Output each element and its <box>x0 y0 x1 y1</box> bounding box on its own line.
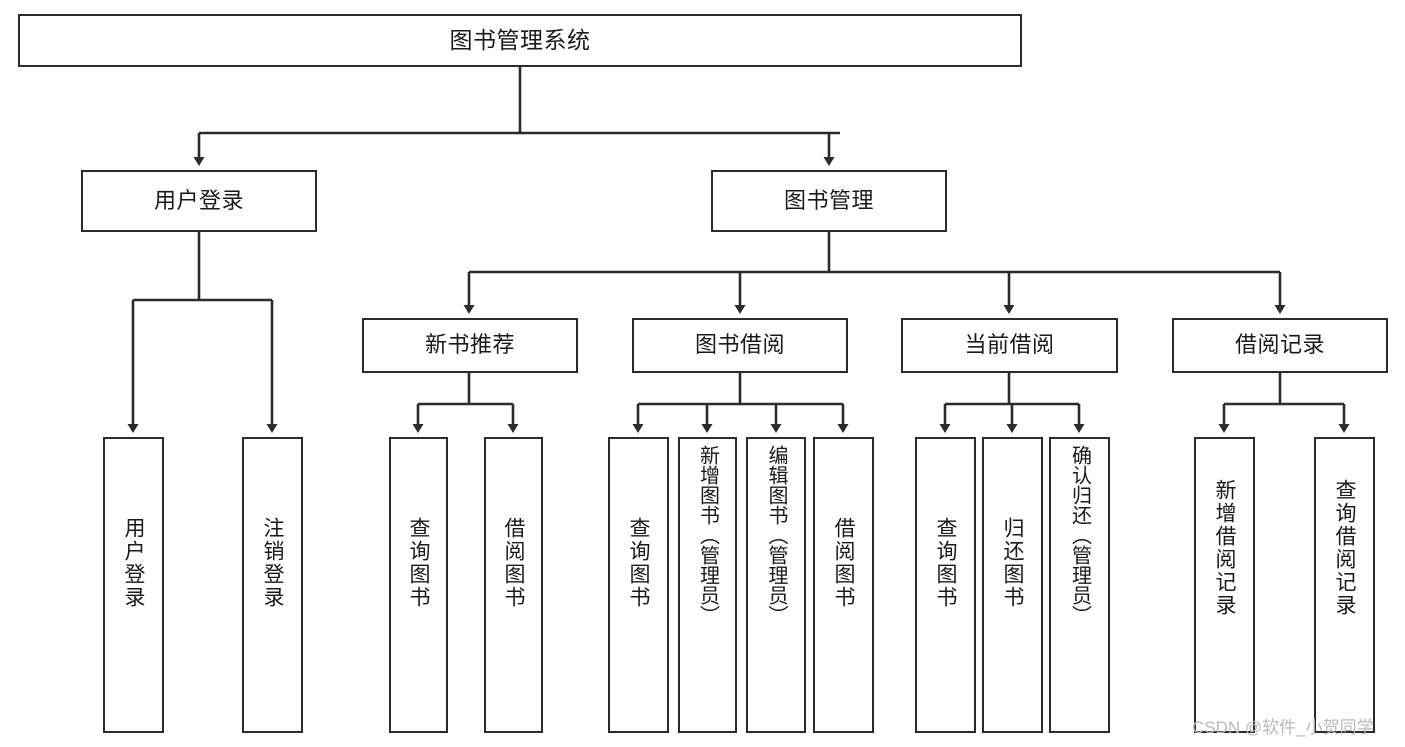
leaf-borrow-book-1[interactable]: 借阅图书 <box>484 437 543 733</box>
leaf-query-book-3[interactable]: 查询图书 <box>915 437 976 733</box>
watermark: CSDN @软件_小贺同学 <box>1192 718 1374 737</box>
leaf-query-book-1[interactable]: 查询图书 <box>389 437 448 733</box>
leaf-query-book-2-label: 查询图书 <box>627 517 650 609</box>
node-book-borrow-label: 图书借阅 <box>694 332 785 358</box>
node-borrow-record[interactable]: 借阅记录 <box>1172 318 1388 373</box>
node-root[interactable]: 图书管理系统 <box>18 14 1022 67</box>
leaf-edit-book-label: 编辑图书（管理员） <box>765 445 787 625</box>
leaf-query-book-3-label: 查询图书 <box>934 517 957 609</box>
leaf-add-record-label: 新增借阅记录 <box>1213 479 1236 617</box>
leaf-add-book[interactable]: 新增图书（管理员） <box>678 437 737 733</box>
node-user-login[interactable]: 用户登录 <box>81 170 317 232</box>
leaf-user-login[interactable]: 用户登录 <box>103 437 164 733</box>
leaf-query-record-label: 查询借阅记录 <box>1333 479 1356 617</box>
node-book-manage-label: 图书管理 <box>783 187 874 213</box>
leaf-edit-book[interactable]: 编辑图书（管理员） <box>746 437 806 733</box>
leaf-query-record[interactable]: 查询借阅记录 <box>1314 437 1375 733</box>
leaf-return-book-label: 归还图书 <box>1001 517 1024 609</box>
leaf-borrow-book-2-label: 借阅图书 <box>832 517 855 609</box>
node-current-borrow[interactable]: 当前借阅 <box>901 318 1118 373</box>
node-root-label: 图书管理系统 <box>449 26 591 53</box>
leaf-borrow-book-1-label: 借阅图书 <box>502 517 525 609</box>
node-book-borrow[interactable]: 图书借阅 <box>632 318 848 373</box>
node-book-manage[interactable]: 图书管理 <box>711 170 947 232</box>
node-current-borrow-label: 当前借阅 <box>964 332 1055 358</box>
leaf-user-login-label: 用户登录 <box>122 517 145 609</box>
leaf-logout[interactable]: 注销登录 <box>242 437 303 733</box>
leaf-return-book[interactable]: 归还图书 <box>982 437 1043 733</box>
leaf-confirm-return[interactable]: 确认归还（管理员） <box>1049 437 1110 733</box>
leaf-confirm-return-label: 确认归还（管理员） <box>1068 445 1091 625</box>
leaf-logout-label: 注销登录 <box>261 517 284 609</box>
leaf-add-book-label: 新增图书（管理员） <box>696 445 719 625</box>
leaf-add-record[interactable]: 新增借阅记录 <box>1194 437 1255 733</box>
leaf-query-book-2[interactable]: 查询图书 <box>608 437 669 733</box>
node-user-login-label: 用户登录 <box>153 187 244 213</box>
leaf-borrow-book-2[interactable]: 借阅图书 <box>813 437 874 733</box>
leaf-query-book-1-label: 查询图书 <box>407 517 430 609</box>
node-new-book-rec[interactable]: 新书推荐 <box>362 318 578 373</box>
node-new-book-rec-label: 新书推荐 <box>424 332 515 358</box>
node-borrow-record-label: 借阅记录 <box>1234 332 1325 358</box>
